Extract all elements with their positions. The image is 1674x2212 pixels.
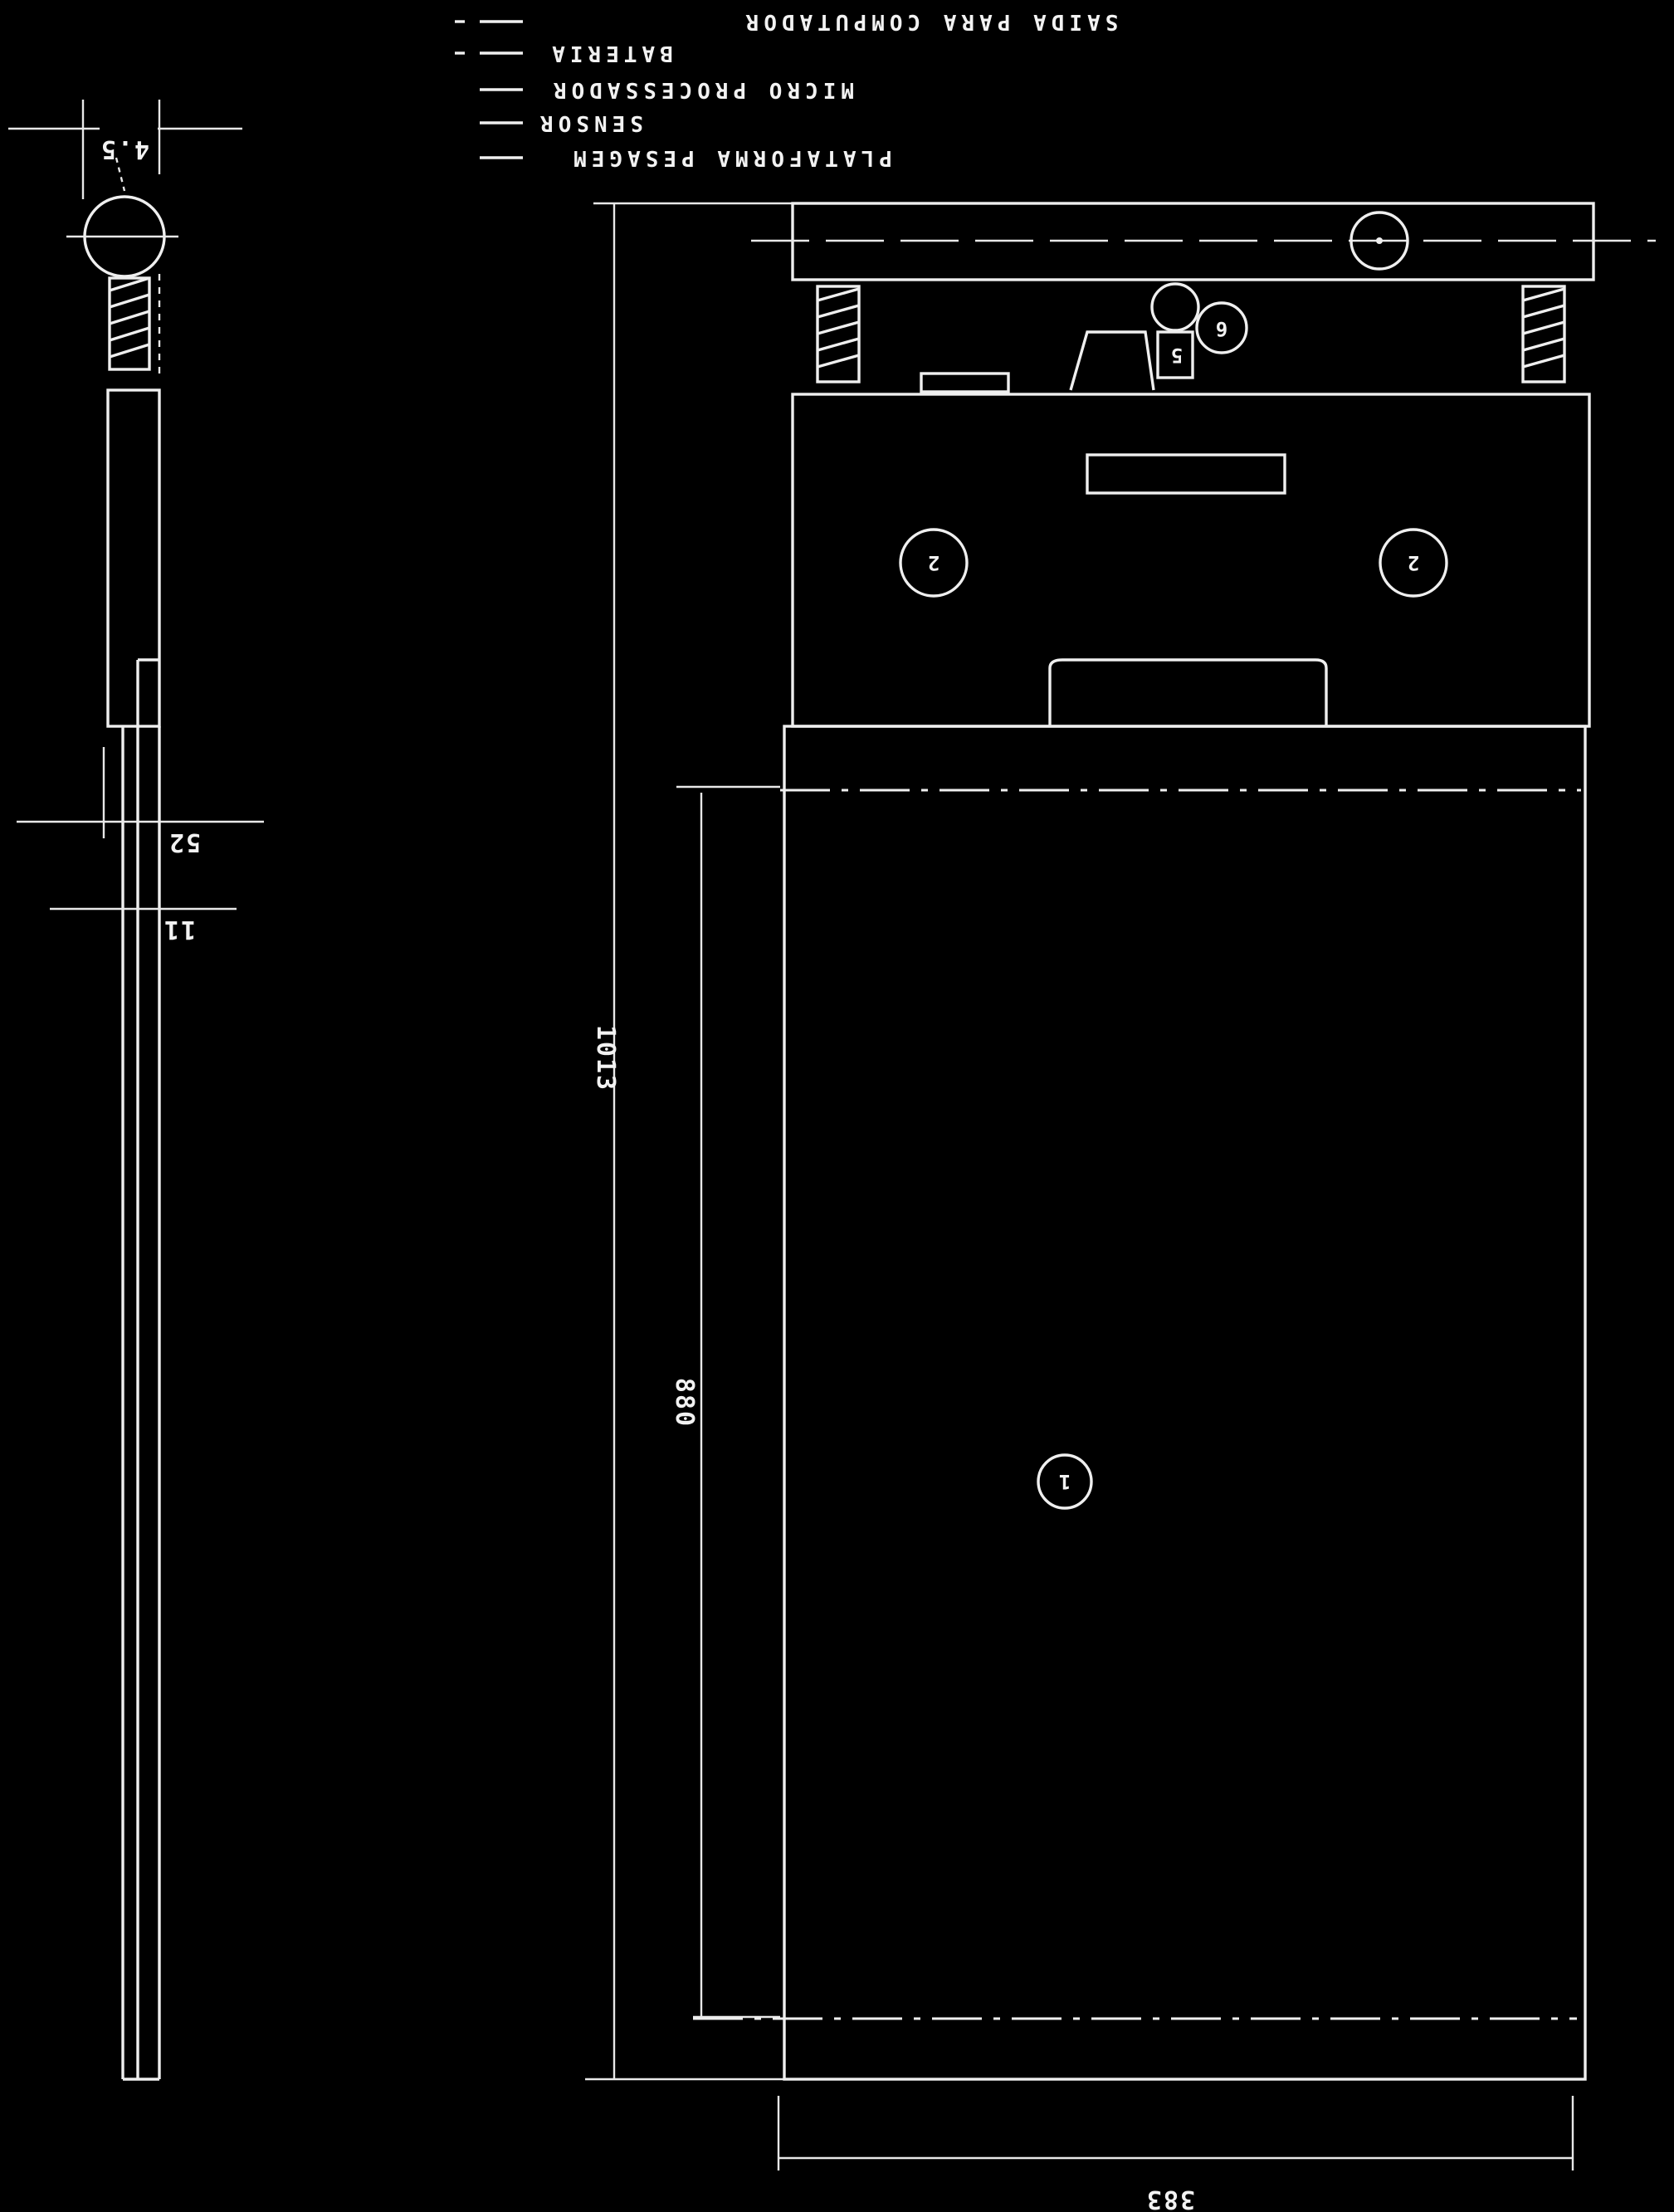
sensor-left-marker [899,528,969,598]
platform [783,725,1587,2081]
handle-bump [1048,658,1328,726]
bar-pivot [1349,211,1409,271]
legend-text-bateria: BATERIA [547,41,673,66]
legend-row: SAIDA PARA COMPUTADOR [455,9,1118,34]
callout-sensor-right: 2 [1408,551,1419,574]
legend-row: BATERIA [455,41,673,66]
front-view: 1013 880 [585,202,1656,2212]
legend-text-plataforma: PLATAFORMA PESAGEM [569,145,892,170]
side-view: 4.5 52 11 [8,100,264,2081]
side-spring [108,274,161,374]
legend-row: MICRO PROCESSADOR [480,77,854,102]
sensor-right-marker [1379,528,1448,598]
legend-row: SENSOR [480,110,643,135]
callout-micro: 5 [1171,344,1183,367]
legend-text-micro: MICRO PROCESSADOR [549,77,854,102]
callout-sensor-left: 2 [928,551,939,574]
battery [920,372,1010,393]
dimension-inner-height: 880 [670,1378,699,1428]
platform-marker [1037,1453,1093,1510]
display-slot [1086,453,1286,495]
callout-output: 6 [1216,317,1227,340]
left-spring [816,285,861,383]
dimension-width: 383 [1145,2185,1195,2212]
right-spring [1521,285,1566,383]
housing [791,393,1591,728]
side-body [106,388,161,728]
connector [1156,330,1194,379]
legend-row: PLATAFORMA PESAGEM [480,145,892,170]
micro-processor [1069,330,1155,391]
legend-text-sensor: SENSOR [535,110,643,135]
dimension-side-low: 11 [163,915,196,944]
dimension-total-height: 1013 [591,1025,620,1091]
callout-platform: 1 [1059,1470,1071,1493]
legend-text-saida: SAIDA PARA COMPUTADOR [741,9,1119,34]
dimension-side-top: 4.5 [100,134,149,164]
legend: SAIDA PARA COMPUTADOR BATERIA MICRO PROC… [455,9,1118,170]
output-marker [1195,301,1248,354]
dimension-side-mid: 52 [168,828,201,857]
